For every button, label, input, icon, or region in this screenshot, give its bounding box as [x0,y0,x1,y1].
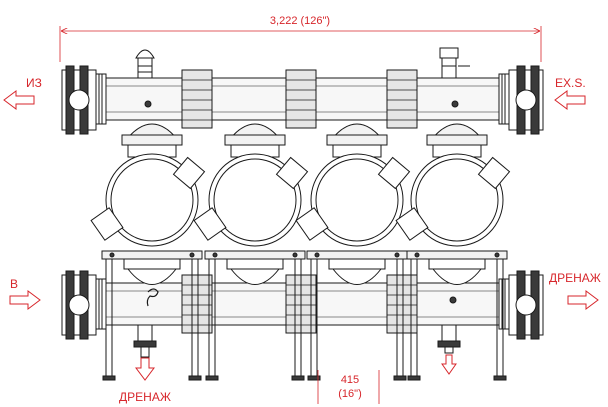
outlet-label: ИЗ [26,76,42,90]
ex-s-label: EX.S. [555,76,586,90]
overall-width-label: 3,222 (126") [270,15,330,27]
top-left-flange [61,65,107,135]
filter-unit [295,123,411,381]
filter-unit [90,123,206,381]
air-valve-left [135,49,155,79]
filter-unit [395,123,511,381]
drain-bottom-label: ДРЕНАЖ [119,390,171,404]
drain-fitting-left [133,324,157,358]
drain-bottom-arrow-left [135,357,155,381]
top-manifold [94,47,511,129]
air-valve-right [439,47,470,79]
spacing-in-label: (16") [338,388,361,400]
drain-key [146,288,159,307]
spacing-dimension [317,370,380,404]
bottom-right-flange [498,270,544,340]
drain-right-label: ДРЕНАЖ [549,271,601,285]
ex-s-arrow [554,90,586,110]
inlet-label: В [10,277,18,291]
bottom-left-flange [61,270,107,340]
outlet-arrow [3,90,35,110]
inlet-arrow [9,290,41,310]
spacing-mm-label: 415 [341,374,359,386]
drain-bottom-arrow-right [441,354,457,375]
overall-dimension: 3,222 (126") [59,15,542,62]
drain-right-arrow [567,290,599,310]
top-right-flange [498,65,544,135]
filter-unit [193,123,309,381]
filter-units [90,123,511,381]
drain-fitting-right [437,324,461,354]
